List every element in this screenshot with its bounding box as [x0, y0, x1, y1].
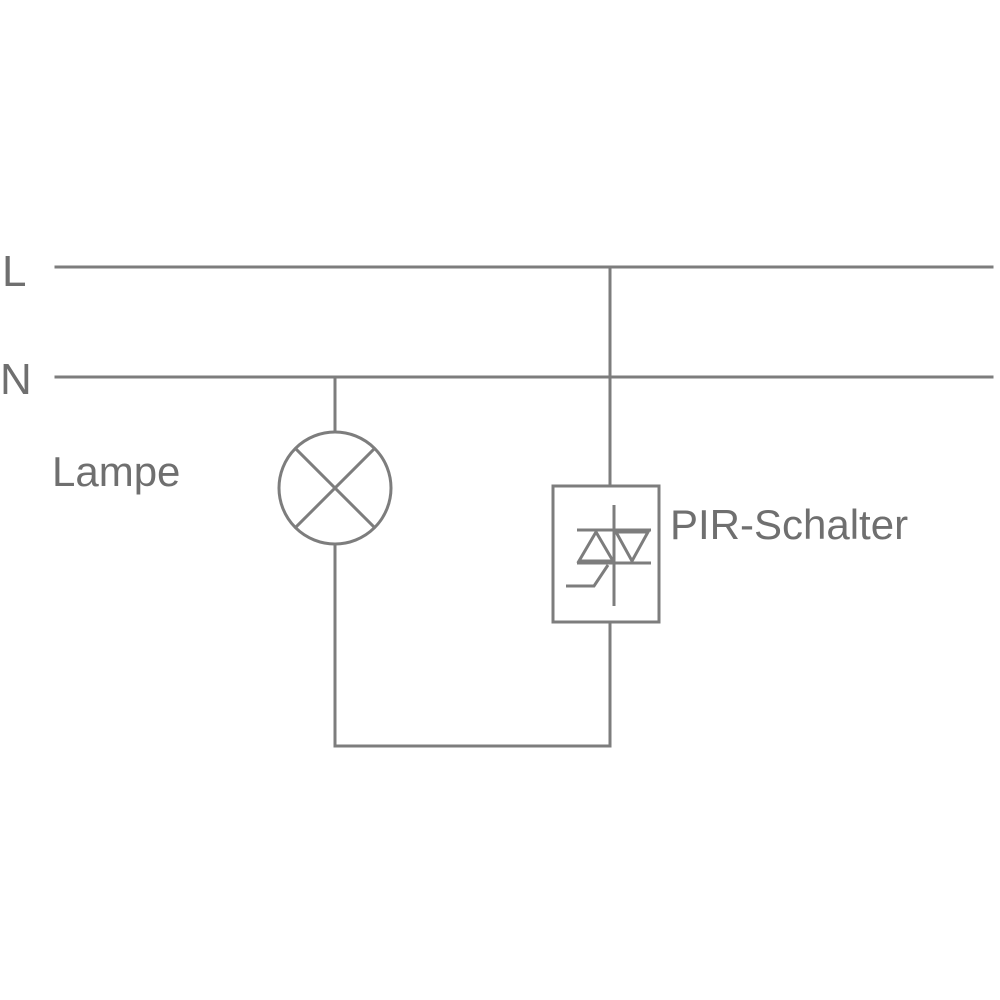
label-lamp: Lampe	[52, 448, 180, 495]
label-pir-switch: PIR-Schalter	[670, 501, 908, 548]
label-neutral: N	[0, 355, 32, 404]
lamp-symbol-icon	[277, 430, 393, 546]
triac-symbol-icon	[551, 484, 661, 624]
label-line: L	[2, 247, 26, 296]
